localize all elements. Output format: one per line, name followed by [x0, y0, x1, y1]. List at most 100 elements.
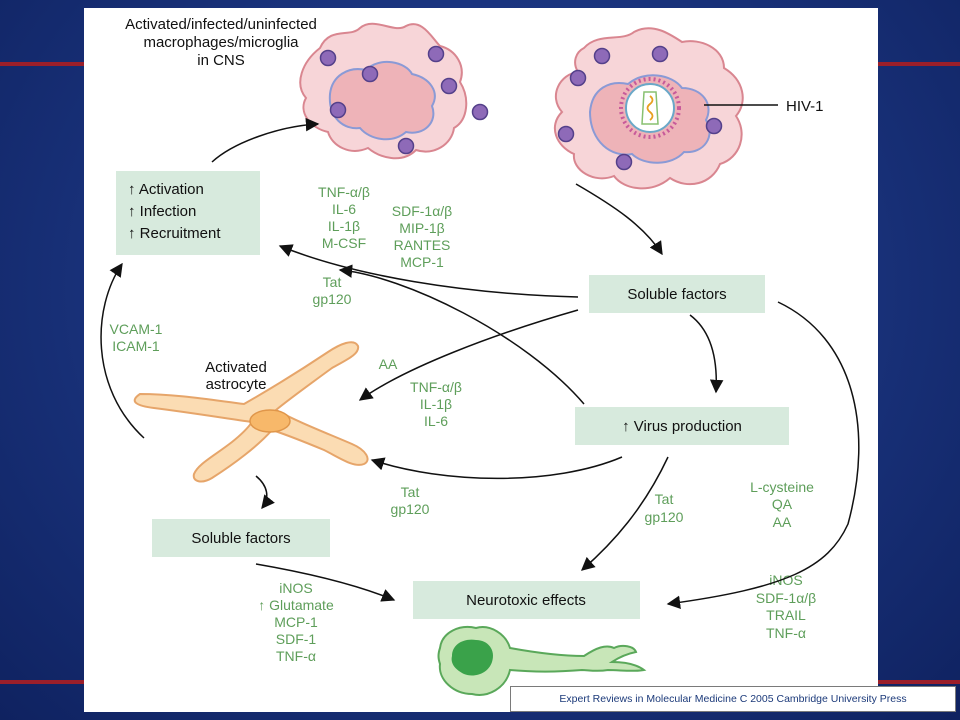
activation-box-bg — [116, 171, 260, 255]
neuron-cell — [437, 626, 647, 696]
granule — [361, 65, 379, 83]
arrow-soluble-to-activation — [278, 244, 579, 298]
factor-label: QA — [772, 496, 793, 512]
granule — [615, 153, 633, 171]
factor-label: MIP-1β — [399, 220, 444, 236]
arrow-soluble-to-virus — [689, 314, 724, 394]
activation-line-1: ↑ Activation — [128, 181, 204, 198]
hiv-virion — [619, 77, 681, 139]
factor-label: RANTES — [394, 237, 451, 253]
soluble-factors-bottom-bg — [152, 519, 330, 557]
factor-label: L-cysteine — [750, 479, 814, 495]
factor-label: TNF-α/β — [318, 184, 370, 200]
astrocyte-nucleus — [249, 409, 291, 433]
granule — [319, 49, 337, 67]
factor-label: IL-6 — [424, 413, 448, 429]
granule — [593, 47, 611, 65]
credit-footer: Expert Reviews in Molecular Medicine C 2… — [510, 686, 956, 712]
virus-production-label: ↑ Virus production — [622, 418, 742, 435]
granule — [471, 103, 489, 121]
factor-label: IL-6 — [332, 201, 356, 217]
factor-label: IL-1β — [420, 396, 452, 412]
soluble-factors-bottom-label: Soluble factors — [191, 530, 290, 547]
inos-right-factors: iNOS SDF-1α/β TRAIL TNF-α — [756, 572, 816, 641]
factor-label: TNF-α/β — [410, 379, 462, 395]
factor-label: Tat — [323, 274, 342, 290]
neurotoxic-bg — [413, 581, 640, 619]
granule — [329, 101, 347, 119]
arrow-astrocyte-to-soluble — [255, 475, 275, 510]
factor-label: Tat — [655, 491, 674, 507]
tat-upper-factors: Tat gp120 — [313, 274, 352, 307]
virion-spikes — [619, 77, 681, 139]
tat-middle-factors: Tat gp120 — [391, 484, 430, 517]
factor-label: TNF-α — [766, 625, 806, 641]
neuron-body — [437, 626, 647, 696]
lcysteine-factors: L-cysteine QA AA — [750, 479, 814, 530]
macrophage-cell-uninfected — [299, 22, 489, 160]
factor-label: ↑ Glutamate — [258, 597, 334, 613]
inos-left-factors: iNOS ↑ Glutamate MCP-1 SDF-1 TNF-α — [258, 580, 334, 664]
astrocyte-label-line-1: Activated — [205, 359, 267, 376]
arrow-soluble-to-neurotoxic — [666, 301, 860, 610]
soluble-factors-top-label: Soluble factors — [627, 286, 726, 303]
soluble-factors-top-box: Soluble factors — [589, 275, 765, 313]
factor-label: SDF-1α/β — [392, 203, 452, 219]
virus-production-box: ↑ Virus production — [575, 407, 789, 445]
astrocyte-cell — [133, 341, 369, 483]
soluble-factors-top-bg — [589, 275, 765, 313]
virion-rna — [646, 95, 654, 121]
credit-text: Expert Reviews in Molecular Medicine C 2… — [559, 693, 907, 705]
neurotoxic-box: Neurotoxic effects — [413, 581, 640, 619]
arrows — [100, 117, 860, 610]
hiv-label: HIV-1 — [786, 98, 824, 115]
factor-label: AA — [773, 514, 792, 530]
factor-label: TRAIL — [766, 607, 806, 623]
astrocyte-cytokines: TNF-α/β IL-1β IL-6 — [410, 379, 462, 429]
factor-label: iNOS — [769, 572, 802, 588]
factor-label: SDF-1α/β — [756, 590, 816, 606]
neuron-nucleus — [451, 639, 494, 676]
aa-label: AA — [379, 356, 398, 372]
arrow-virus-to-neurotoxic — [580, 456, 669, 571]
virion-capsid — [641, 91, 659, 125]
arrow-activation-to-macrophages — [211, 117, 320, 163]
factor-label: gp120 — [391, 501, 430, 517]
factor-label: VCAM-1 — [110, 321, 163, 337]
arrow-macrophage-to-soluble — [575, 183, 663, 256]
granule — [705, 117, 723, 135]
arrow-virus-to-activation — [338, 264, 585, 405]
tat-right-factors: Tat gp120 — [645, 491, 684, 525]
factor-label: MCP-1 — [274, 614, 318, 630]
factor-label: IL-1β — [328, 218, 360, 234]
neurotoxic-label: Neurotoxic effects — [466, 592, 586, 609]
granule — [569, 69, 587, 87]
factor-label: gp120 — [313, 291, 352, 307]
granule — [651, 45, 669, 63]
arrow-virus-to-astrocyte — [370, 456, 623, 480]
title-line-3: in CNS — [197, 52, 245, 69]
granule — [397, 137, 415, 155]
title-line-2: macrophages/microglia — [143, 34, 299, 51]
astrocyte-label-line-2: astrocyte — [206, 376, 267, 393]
activation-box: ↑ Activation ↑ Infection ↑ Recruitment — [116, 171, 260, 255]
factor-label: TNF-α — [276, 648, 316, 664]
factor-label: ICAM-1 — [112, 338, 160, 354]
soluble-factors-bottom-box: Soluble factors — [152, 519, 330, 557]
diagram-panel: Activated/infected/uninfected macrophage… — [84, 8, 878, 712]
factor-label: M-CSF — [322, 235, 366, 251]
granule — [440, 77, 458, 95]
activation-line-3: ↑ Recruitment — [128, 225, 221, 242]
macrophage-cell-infected — [553, 27, 744, 190]
diagram-svg: Activated/infected/uninfected macrophage… — [100, 16, 860, 696]
factor-label: Tat — [401, 484, 420, 500]
factor-label: MCP-1 — [400, 254, 444, 270]
virus-production-bg — [575, 407, 789, 445]
factor-label: iNOS — [279, 580, 312, 596]
granule — [557, 125, 575, 143]
arrow-soluble-to-astrocyte — [358, 309, 579, 401]
factor-label: SDF-1 — [276, 631, 317, 647]
activation-line-2: ↑ Infection — [128, 203, 196, 220]
macrophage-right-factors: SDF-1α/β MIP-1β RANTES MCP-1 — [392, 203, 452, 270]
arrow-astrocyte-to-activation — [100, 262, 145, 439]
